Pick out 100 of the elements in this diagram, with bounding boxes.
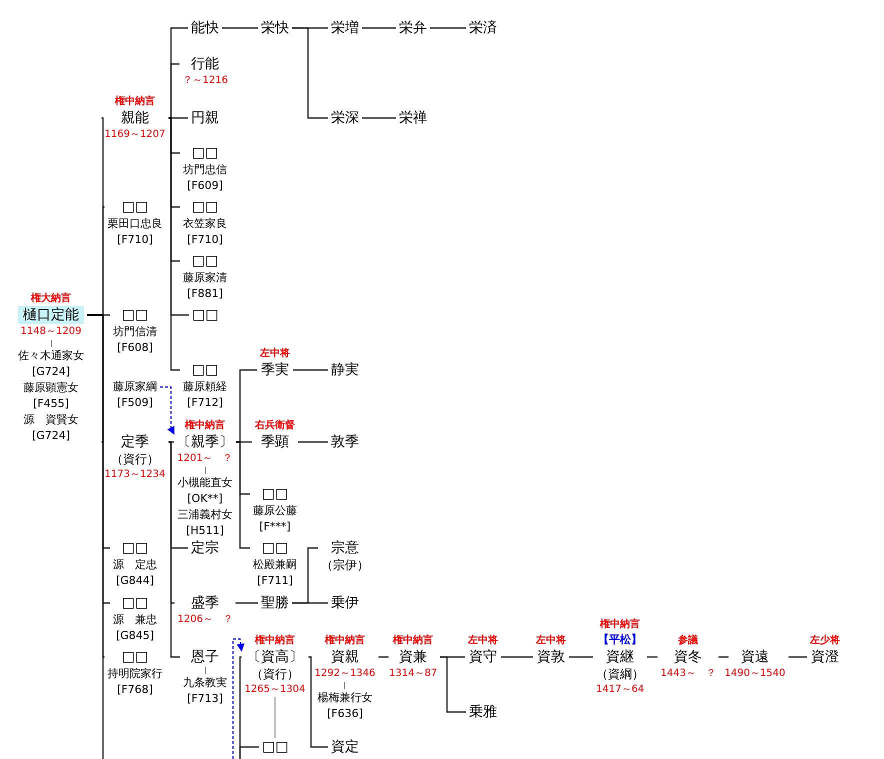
life-years: 1292～1346 <box>314 667 376 681</box>
note-text: 三浦義村女 <box>178 507 232 523</box>
person-name: □□ <box>122 539 148 557</box>
life-years: 1169～1207 <box>104 128 166 142</box>
person-name: 資敦 <box>537 648 565 666</box>
note-text: 小槻能直女 <box>178 475 232 491</box>
person-name: □□ <box>262 485 288 503</box>
rank-title: 右兵衛督 <box>255 418 295 433</box>
life-years: 1201～ ？ <box>177 452 233 466</box>
person-name: □□ <box>192 306 218 324</box>
lineage-line <box>788 656 807 658</box>
life-years: ？～1216 <box>182 74 228 88</box>
lineage-line <box>222 27 258 29</box>
person-name: 円親 <box>191 109 219 127</box>
rank-title: 権中納言 <box>254 633 295 648</box>
lineage-line <box>440 656 466 713</box>
note-text: 衣笠家良 <box>183 216 227 232</box>
lineage-line <box>569 656 593 658</box>
lineage-line <box>168 117 180 371</box>
tie-line <box>274 697 276 738</box>
person-name: □□ <box>122 306 148 324</box>
note-text: [F713] <box>187 691 223 707</box>
note-text: [F711] <box>257 573 293 589</box>
lineage-line <box>430 27 466 29</box>
note-text: 藤原顕憲女 <box>24 380 78 396</box>
person-name: 季実 <box>261 361 289 379</box>
rank-title: 権中納言 <box>393 633 434 648</box>
person-name: 栄深 <box>331 109 359 127</box>
person-name: 乗雅 <box>469 703 497 721</box>
person-name: 親能 <box>120 109 149 127</box>
note-text: [F455] <box>33 396 69 412</box>
life-years: 1314～87 <box>389 667 438 681</box>
note-text: 楊梅兼行女 <box>317 690 372 706</box>
person-name: 乗伊 <box>331 594 359 612</box>
note-text: 藤原公藤 <box>253 503 297 519</box>
lineage-line <box>362 117 396 119</box>
note-text: 源 兼忠 <box>113 612 157 628</box>
note-text: 藤原家綱 <box>113 379 157 395</box>
lineage-line <box>308 656 328 748</box>
person-name: □□ <box>122 648 148 666</box>
lineage-line <box>168 63 180 119</box>
note-text: 松殿兼嗣 <box>253 557 297 573</box>
person-name: 資定 <box>331 738 359 756</box>
person-name: 季顕 <box>261 433 289 451</box>
note-text: [F509] <box>117 395 153 411</box>
lineage-line <box>501 656 533 658</box>
life-years: 1173～1234 <box>104 468 166 482</box>
person-name: □□ <box>192 361 218 379</box>
person-name: □□ <box>192 252 218 270</box>
person-name: 敦季 <box>331 433 359 451</box>
rank-title: 左少将 <box>810 634 840 648</box>
lineage-line <box>298 441 328 443</box>
lineage-line <box>168 441 180 658</box>
lineage-line <box>168 441 174 443</box>
alt-name: （資行） <box>250 666 299 682</box>
lineage-line <box>239 746 259 759</box>
rank-title: 左中将 <box>468 634 498 648</box>
lineage-line <box>236 602 258 604</box>
lineage-line <box>362 27 396 29</box>
note-text: [F710] <box>187 232 223 248</box>
person-name: 資冬 <box>674 648 702 666</box>
note-text: [F712] <box>187 395 223 411</box>
person-name: 定季 <box>120 433 149 451</box>
person-name: 資兼 <box>399 648 428 666</box>
rank-title: 左中将 <box>536 634 566 648</box>
note-text: [F881] <box>187 286 223 302</box>
note-text: 九条教実 <box>183 675 227 691</box>
note-text: 源 定忠 <box>113 557 157 573</box>
person-name: 宗意 <box>331 539 359 557</box>
person-name: 栄増 <box>331 19 359 37</box>
note-text: [F609] <box>187 178 223 194</box>
life-years: 1148～1209 <box>20 325 82 339</box>
note-text: [F636] <box>327 706 363 722</box>
adoption-arrow <box>160 386 175 435</box>
note-text: 藤原頼経 <box>183 379 227 395</box>
note-text: [F710] <box>117 232 153 248</box>
note-text: [H511] <box>186 523 224 539</box>
person-name: 栄弁 <box>399 19 427 37</box>
person-name: 栄快 <box>261 19 289 37</box>
note-text: [F***] <box>259 519 291 535</box>
alt-name: （宗伊） <box>321 557 369 573</box>
person-name: 資継 <box>606 648 634 666</box>
person-name: 静実 <box>331 361 359 379</box>
person-name: □□ <box>192 198 218 216</box>
alt-name: （資行） <box>110 451 159 467</box>
note-text: 藤原家清 <box>183 270 227 286</box>
life-years: 1417～64 <box>596 683 644 697</box>
person-name: 〔親季〕 <box>177 433 233 451</box>
alt-name: （資綱） <box>596 666 644 682</box>
note-text: [F768] <box>117 682 153 698</box>
note-text: 栗田口忠良 <box>108 216 162 232</box>
lineage-line <box>647 656 658 658</box>
life-years: 1265～1304 <box>244 683 306 697</box>
person-name: □□ <box>192 144 218 162</box>
note-text: 坊門信清 <box>113 324 157 340</box>
house-name: 【平松】 <box>598 632 642 648</box>
rank-title: 権中納言 <box>114 94 155 109</box>
life-years: 1206～ ？ <box>178 613 233 627</box>
note-text: 佐々木通家女 <box>18 348 84 364</box>
rank-title: 左中将 <box>260 346 290 361</box>
